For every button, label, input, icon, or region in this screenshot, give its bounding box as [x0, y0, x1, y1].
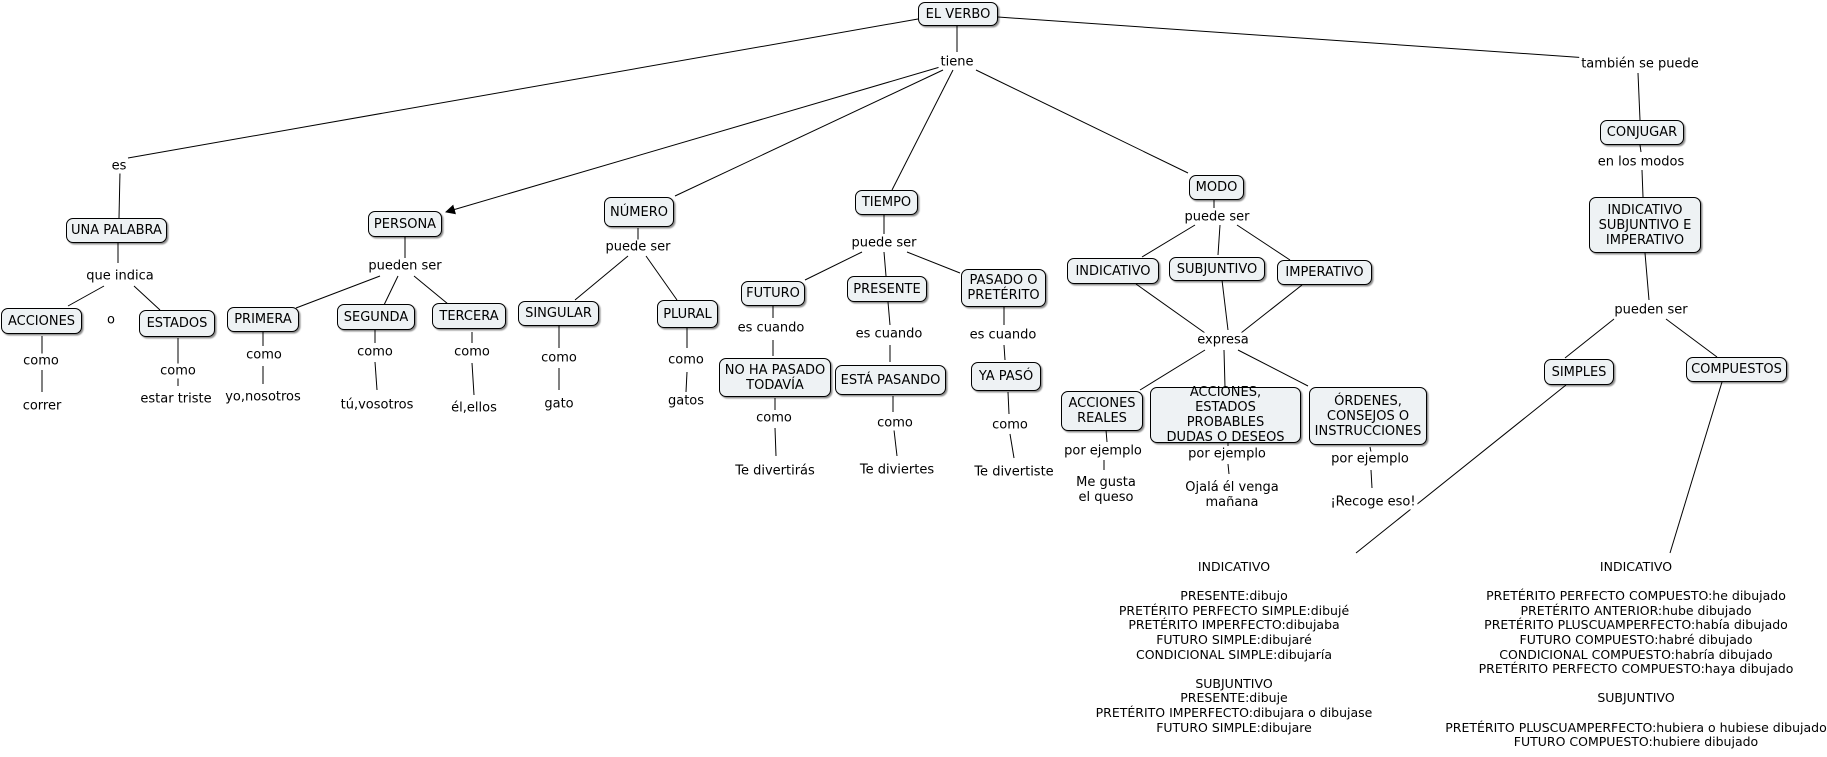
- conjugation-line: FUTURO SIMPLE:dibujare: [1156, 719, 1312, 735]
- link-es: es: [109, 158, 129, 174]
- conjugation-line: [1096, 662, 1373, 677]
- node-compuestos: COMPUESTOS: [1686, 357, 1787, 382]
- link-como-futuro: como: [754, 410, 794, 426]
- conjugation-line: PRETÉRITO PERFECTO SIMPLE:dibujé: [1118, 602, 1350, 618]
- node-simples: SIMPLES: [1544, 359, 1614, 385]
- conjugation-line: PRETÉRITO PLUSCUAMPERFECTO:había dibujad…: [1484, 617, 1788, 633]
- conjugation-line: INDICATIVO: [1197, 559, 1271, 574]
- node-acciones-reales: ACCIONES REALES: [1061, 391, 1143, 431]
- link-como-primera: como: [244, 347, 284, 363]
- node-indicativo: INDICATIVO: [1067, 258, 1159, 284]
- compuestos-conjugation-list: INDICATIVO PRETÉRITO PERFECTO COMPUESTO:h…: [1445, 559, 1827, 750]
- node-estados-probables: ACCIONES, ESTADOS PROBABLES DUDAS O DESE…: [1150, 385, 1301, 445]
- node-ordenes: ÓRDENES, CONSEJOS O INSTRUCCIONES: [1309, 387, 1427, 445]
- link-por-ejemplo-2: por ejemplo: [1186, 446, 1268, 462]
- conjugation-line: CONDICIONAL COMPUESTO:habría dibujado: [1499, 646, 1773, 662]
- node-ya-paso: YA PASÓ: [971, 362, 1041, 391]
- link-o: o: [105, 312, 117, 328]
- example-estar-triste: estar triste: [138, 391, 214, 407]
- node-no-ha-pasado: NO HA PASADO TODAVÍA: [719, 358, 831, 397]
- conjugation-line: INDICATIVO: [1599, 559, 1673, 574]
- link-como-estados: como: [158, 363, 198, 379]
- node-estados: ESTADOS: [139, 310, 215, 337]
- link-puede-ser-numero: puede ser: [603, 239, 673, 255]
- link-como-acciones: como: [21, 353, 61, 369]
- link-como-plural: como: [666, 352, 706, 368]
- example-te-divertiste: Te divertiste: [972, 464, 1056, 480]
- conjugation-line: [1445, 677, 1827, 692]
- link-como-singular: como: [539, 350, 579, 366]
- node-tercera: TERCERA: [432, 303, 506, 329]
- link-pueden-ser-persona: pueden ser: [366, 258, 444, 274]
- node-persona: PERSONA: [368, 211, 442, 237]
- conjugation-line: PRETÉRITO PLUSCUAMPERFECTO:hubiera o hub…: [1445, 719, 1827, 735]
- node-primera: PRIMERA: [227, 307, 299, 332]
- link-puede-ser-modo: puede ser: [1182, 209, 1252, 225]
- example-el-ellos: él,ellos: [449, 400, 499, 416]
- conjugation-line: SUBJUNTIVO: [1597, 690, 1675, 706]
- link-es-cuando-futuro: es cuando: [735, 320, 807, 336]
- example-correr: correr: [20, 398, 64, 414]
- link-tambien-se-puede: también se puede: [1579, 56, 1701, 72]
- conjugation-line: PRESENTE:dibuje: [1180, 690, 1288, 706]
- example-tu-vosotros: tú,vosotros: [338, 397, 416, 413]
- conjugation-line: CONDICIONAL SIMPLE:dibujaría: [1135, 646, 1332, 662]
- example-yo-nosotros: yo,nosotros: [223, 389, 303, 405]
- conjugation-line: FUTURO COMPUESTO:habré dibujado: [1519, 631, 1753, 647]
- node-presente: PRESENTE: [847, 276, 927, 302]
- link-como-pasado: como: [990, 417, 1030, 433]
- node-pasado-o-preterito: PASADO O PRETÉRITO: [961, 269, 1046, 307]
- node-plural: PLURAL: [657, 300, 718, 328]
- link-tiene: tiene: [938, 54, 976, 70]
- conjugation-line: PRETÉRITO IMPERFECTO:dibujara o dibujase: [1095, 704, 1373, 720]
- node-modo: MODO: [1189, 175, 1244, 200]
- example-gato: gato: [542, 396, 576, 412]
- link-es-cuando-presente: es cuando: [853, 326, 925, 342]
- conjugation-line: SUBJUNTIVO: [1195, 675, 1273, 691]
- node-el-verbo: EL VERBO: [918, 2, 998, 26]
- node-futuro: FUTURO: [741, 281, 805, 306]
- node-segunda: SEGUNDA: [337, 304, 415, 330]
- example-te-diviertes: Te diviertes: [857, 462, 937, 478]
- node-tiempo: TIEMPO: [855, 190, 918, 215]
- link-como-segunda: como: [355, 344, 395, 360]
- conjugation-line: FUTURO COMPUESTO:hubiere dibujado: [1513, 734, 1759, 750]
- conjugation-line: [1096, 575, 1373, 590]
- link-como-presente: como: [875, 415, 915, 431]
- example-recoge-eso: ¡Recoge eso!: [1328, 494, 1418, 510]
- node-numero: NÚMERO: [604, 197, 674, 227]
- link-puede-ser-tiempo: puede ser: [849, 235, 919, 251]
- conjugation-line: PRETÉRITO PERFECTO COMPUESTO:he dibujado: [1486, 588, 1786, 604]
- example-ojala: Ojalá él venga mañana: [1183, 480, 1281, 510]
- example-me-gusta-el-queso: Me gusta el queso: [1074, 475, 1138, 505]
- link-en-los-modos: en los modos: [1595, 154, 1687, 170]
- link-pueden-ser-conjugar: pueden ser: [1612, 302, 1690, 318]
- conjugation-line: FUTURO SIMPLE:dibujaré: [1156, 631, 1312, 647]
- conjugation-line: PRETÉRITO ANTERIOR:hube dibujado: [1520, 602, 1752, 618]
- link-que-indica: que indica: [84, 268, 156, 284]
- node-indicativo-subjuntivo-imperativo: INDICATIVO SUBJUNTIVO E IMPERATIVO: [1589, 197, 1701, 253]
- link-por-ejemplo-3: por ejemplo: [1329, 451, 1411, 467]
- link-expresa: expresa: [1195, 332, 1251, 348]
- link-por-ejemplo-1: por ejemplo: [1062, 443, 1144, 459]
- conjugation-line: [1445, 706, 1827, 721]
- conjugation-line: PRESENTE:dibujo: [1180, 588, 1288, 604]
- conjugation-line: PRETÉRITO PERFECTO COMPUESTO:haya dibuja…: [1478, 661, 1794, 677]
- link-es-cuando-pasado: es cuando: [967, 327, 1039, 343]
- link-como-tercera: como: [452, 344, 492, 360]
- node-imperativo: IMPERATIVO: [1277, 260, 1372, 285]
- conjugation-line: [1445, 575, 1827, 590]
- node-subjuntivo: SUBJUNTIVO: [1169, 257, 1265, 281]
- node-una-palabra: UNA PALABRA: [66, 218, 167, 243]
- node-acciones: ACCIONES: [1, 308, 82, 334]
- example-gatos: gatos: [665, 393, 707, 409]
- node-conjugar: CONJUGAR: [1600, 120, 1684, 145]
- conjugation-line: PRETÉRITO IMPERFECTO:dibujaba: [1128, 617, 1340, 633]
- node-esta-pasando: ESTÁ PASANDO: [835, 365, 946, 395]
- node-singular: SINGULAR: [518, 301, 599, 326]
- example-te-divertiras: Te divertirás: [733, 463, 817, 479]
